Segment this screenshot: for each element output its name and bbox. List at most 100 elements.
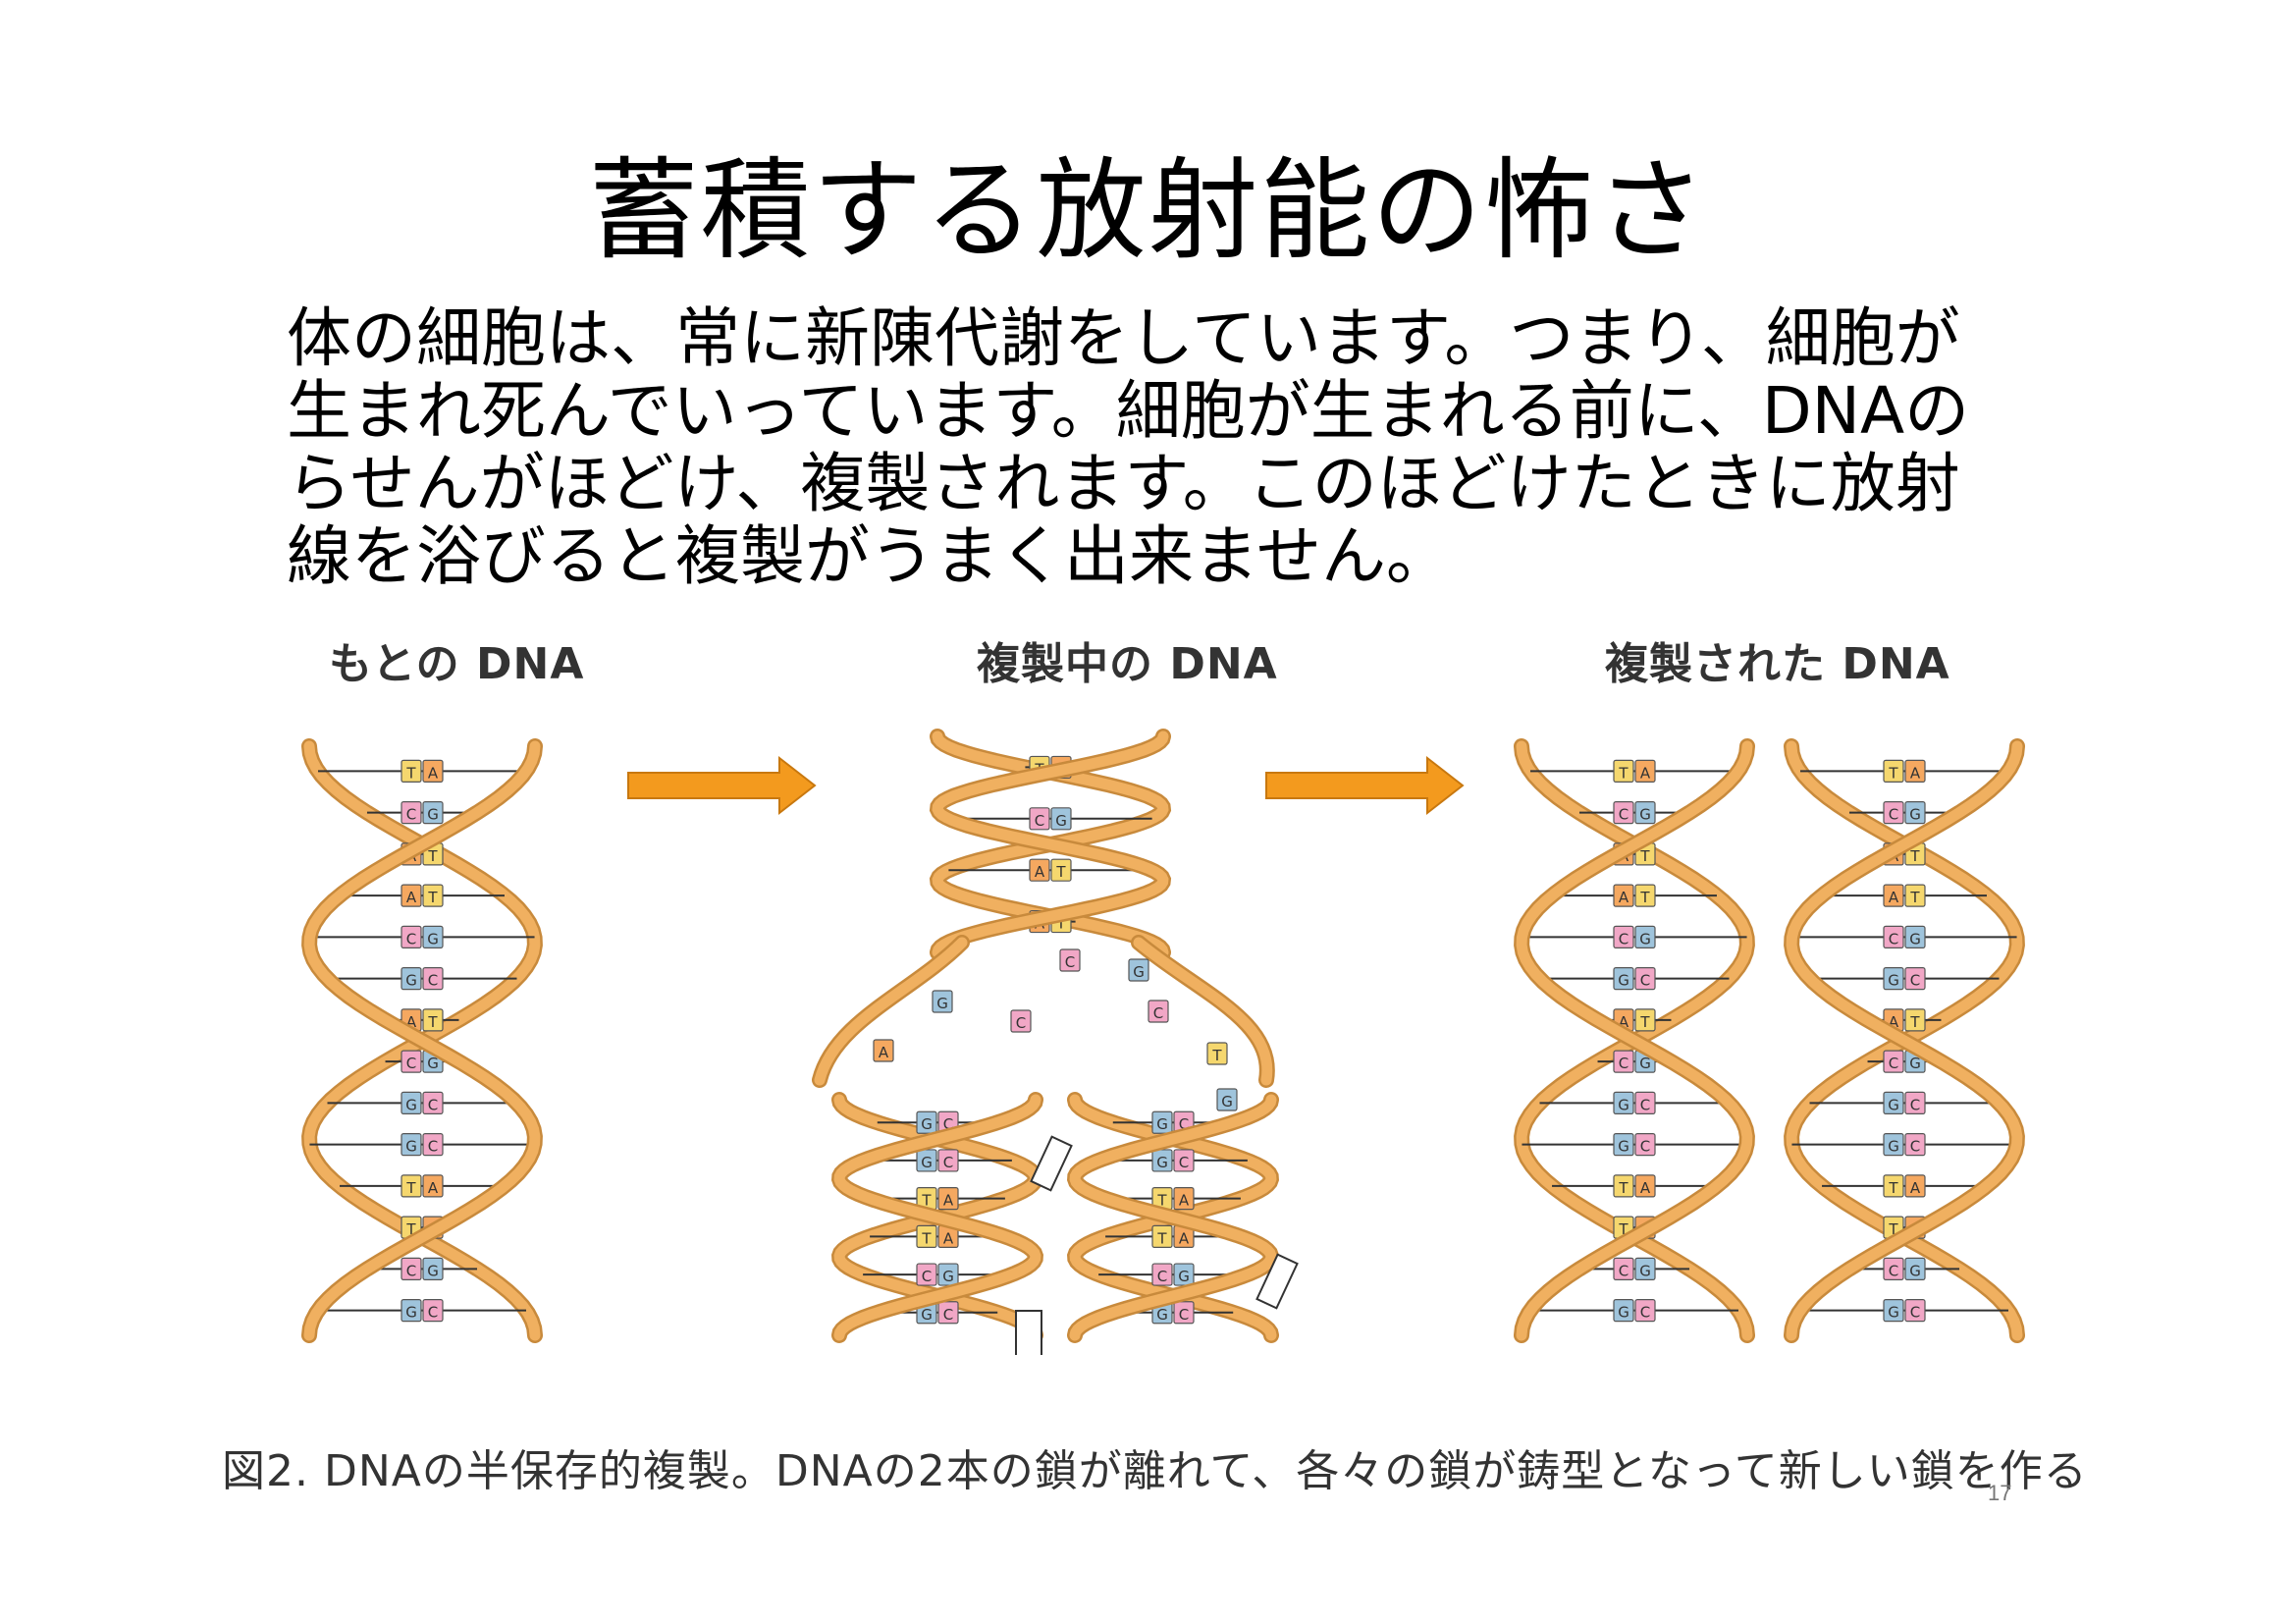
base-C: C [1151, 1263, 1173, 1286]
svg-text:C: C [428, 1304, 438, 1322]
svg-text:G: G [1156, 1306, 1168, 1324]
base-T: T [1151, 1224, 1173, 1248]
svg-text:C: C [943, 1154, 953, 1171]
svg-text:T: T [1888, 1220, 1898, 1238]
svg-text:G: G [1618, 1138, 1629, 1156]
svg-text:T: T [1618, 764, 1629, 782]
svg-text:C: C [406, 806, 416, 824]
base-C: C [1613, 1050, 1634, 1073]
base-C: C [422, 1091, 444, 1114]
arrow-icon [1265, 755, 1465, 816]
svg-text:G: G [427, 806, 439, 824]
svg-text:T: T [427, 1013, 438, 1031]
svg-text:T: T [1888, 1179, 1898, 1197]
svg-text:C: C [1619, 806, 1629, 824]
svg-text:A: A [406, 1013, 417, 1031]
svg-text:A: A [1640, 764, 1651, 782]
svg-text:C: C [1619, 1055, 1629, 1072]
svg-text:T: T [1639, 847, 1650, 865]
base-G: G [400, 1091, 422, 1114]
base-T: T [1634, 884, 1656, 907]
base-C: C [400, 1050, 422, 1073]
svg-text:C: C [428, 972, 438, 990]
base-T: T [1050, 858, 1072, 882]
base-C: C [1904, 967, 1926, 991]
base-C: C [937, 1149, 959, 1172]
base-T: T [400, 759, 422, 783]
svg-text:A: A [1619, 1013, 1629, 1031]
svg-text:G: G [427, 1055, 439, 1072]
base-T: T [1634, 1008, 1656, 1032]
base-C: C [1883, 1050, 1904, 1073]
svg-text:T: T [1618, 1220, 1629, 1238]
base-C: C [1173, 1301, 1195, 1325]
base-A: A [1173, 1224, 1195, 1248]
svg-text:G: G [1618, 1096, 1629, 1113]
svg-text:G: G [1909, 1055, 1921, 1072]
svg-text:G: G [1156, 1115, 1168, 1133]
base-C: C [916, 1263, 937, 1286]
svg-text:G: G [1639, 1262, 1651, 1279]
svg-text:A: A [1640, 1179, 1651, 1197]
svg-text:T: T [921, 1192, 932, 1210]
base-C: C [1613, 925, 1634, 948]
svg-text:T: T [405, 764, 416, 782]
base-C: C [1634, 1133, 1656, 1157]
svg-text:C: C [1640, 1096, 1650, 1113]
svg-text:A: A [943, 1192, 954, 1210]
label-replicated-dna: 複製された DNA [1605, 639, 1950, 689]
base-G: G [1904, 801, 1926, 825]
base-C: C [937, 1301, 959, 1325]
svg-text:G: G [1888, 972, 1899, 990]
base-A: A [1029, 858, 1050, 882]
label-original-dna: もとの DNA [329, 639, 585, 689]
base-A: A [1904, 759, 1926, 783]
base-C: C [1883, 801, 1904, 825]
slide-title: 蓄積する放射能の怖さ [588, 147, 1708, 275]
base-A: A [400, 884, 422, 907]
base-G: G [1151, 1149, 1173, 1172]
base-G: G [1883, 1091, 1904, 1114]
base-G: G [1613, 1133, 1634, 1157]
base-T: T [422, 884, 444, 907]
svg-text:C: C [1640, 1138, 1650, 1156]
base-A: A [422, 759, 444, 783]
svg-text:C: C [1179, 1115, 1189, 1133]
base-C: C [1904, 1299, 1926, 1323]
svg-text:G: G [1133, 963, 1145, 981]
base-A: A [1173, 1187, 1195, 1211]
base-G: G [1173, 1263, 1195, 1286]
base-G: G [1904, 1257, 1926, 1280]
free-nucleotide-C: C [1148, 1000, 1169, 1023]
arrow-shape [627, 755, 817, 816]
svg-text:G: G [405, 1304, 417, 1322]
base-C: C [1904, 1091, 1926, 1114]
svg-text:G: G [921, 1154, 933, 1171]
base-T: T [916, 1224, 937, 1248]
base-G: G [1050, 807, 1072, 831]
base-G: G [1613, 1299, 1634, 1323]
base-G: G [400, 967, 422, 991]
body-line: 体の細胞は、常に新陳代謝をしています。つまり、細胞が [287, 300, 1960, 376]
base-C: C [400, 1257, 422, 1280]
empty-nucleotide [1030, 1135, 1073, 1192]
free-nucleotide-G: G [1216, 1088, 1238, 1111]
base-G: G [1613, 1091, 1634, 1114]
base-T: T [1613, 1174, 1634, 1198]
svg-text:T: T [427, 889, 438, 906]
base-G: G [422, 1257, 444, 1280]
svg-text:A: A [1179, 1192, 1190, 1210]
svg-text:C: C [1910, 1096, 1920, 1113]
empty-nucleotide [1015, 1310, 1042, 1355]
base-C: C [422, 1133, 444, 1157]
svg-text:C: C [1619, 930, 1629, 947]
base-G: G [1613, 967, 1634, 991]
base-C: C [422, 1299, 444, 1323]
base-C: C [1904, 1133, 1926, 1157]
svg-text:T: T [1156, 1229, 1167, 1247]
svg-text:T: T [427, 847, 438, 865]
svg-text:T: T [405, 1220, 416, 1238]
